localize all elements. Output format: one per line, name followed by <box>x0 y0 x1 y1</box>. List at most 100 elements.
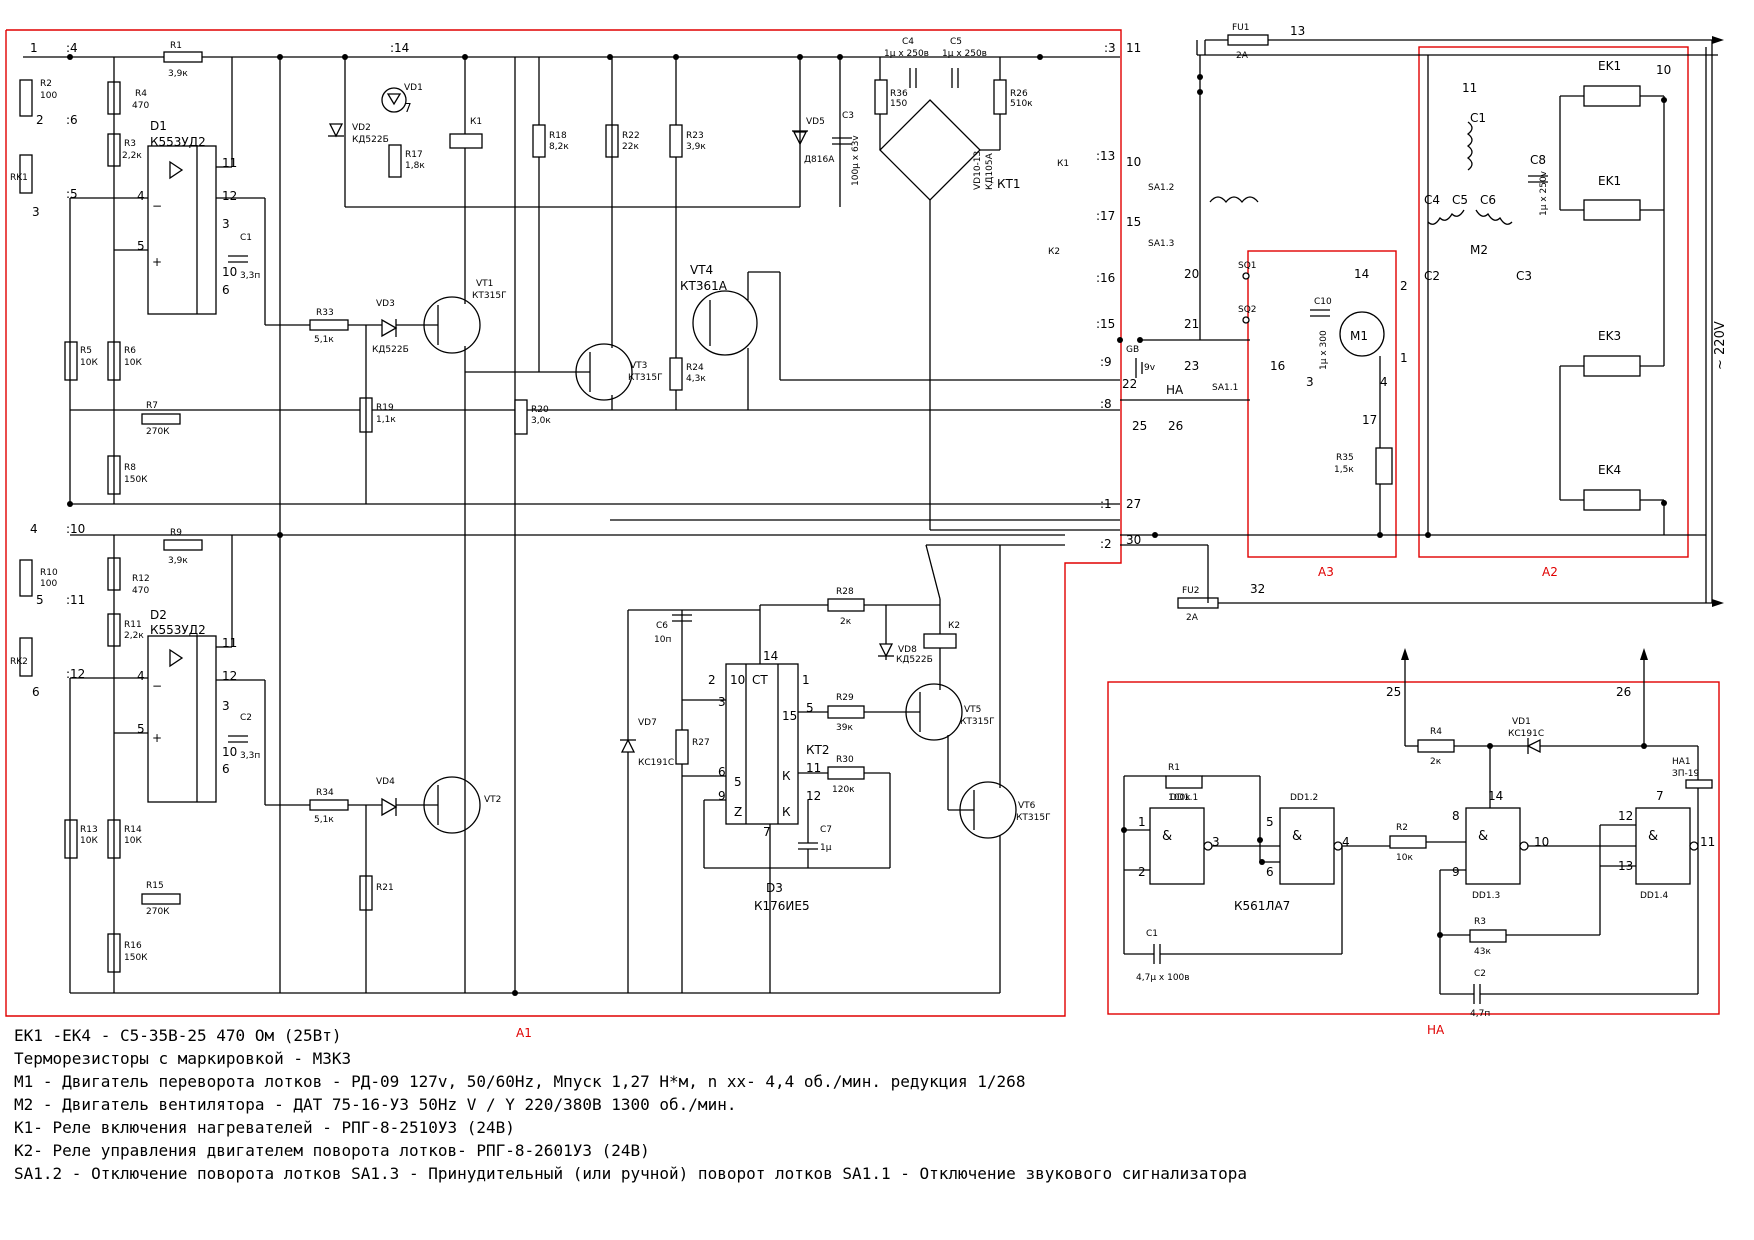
svg-text:R22: R22 <box>622 131 640 141</box>
svg-text:2к: 2к <box>1430 757 1442 767</box>
svg-text:7: 7 <box>763 825 771 839</box>
svg-text:D2: D2 <box>150 608 167 622</box>
svg-text:R14: R14 <box>124 825 142 835</box>
svg-text:5: 5 <box>137 722 145 736</box>
svg-text:RK2: RK2 <box>10 657 28 667</box>
svg-text:10К: 10К <box>124 358 142 368</box>
svg-text:К1: К1 <box>470 117 482 127</box>
svg-text:14: 14 <box>1354 267 1369 281</box>
note-line: EK1 -EK4 - C5-35B-25 470 Ом (25Вт) <box>14 1026 342 1045</box>
svg-text:3: 3 <box>32 205 40 219</box>
svg-text:1μ x 250v: 1μ x 250v <box>1539 170 1549 216</box>
svg-text:4,3к: 4,3к <box>686 374 706 384</box>
svg-text:КД105А: КД105А <box>985 152 995 190</box>
note-line: Терморезисторы с маркировкой - МЗКЗ <box>14 1049 352 1068</box>
svg-text:22: 22 <box>1122 377 1137 391</box>
block-a2-label: A2 <box>1542 565 1558 579</box>
svg-text::2: :2 <box>1100 537 1112 551</box>
svg-text:КД522Б: КД522Б <box>372 345 409 355</box>
svg-text:VT5: VT5 <box>964 705 981 715</box>
supply-label: ~ 220V <box>1713 321 1728 370</box>
svg-text:32: 32 <box>1250 582 1265 596</box>
svg-text:−: − <box>152 679 162 693</box>
svg-text:1μ x 300: 1μ x 300 <box>1319 330 1329 370</box>
svg-text:C10: C10 <box>1314 297 1332 307</box>
svg-text:9v: 9v <box>1144 363 1156 373</box>
svg-text:R16: R16 <box>124 941 142 951</box>
svg-text:R10: R10 <box>40 568 58 578</box>
svg-text:6: 6 <box>718 765 726 779</box>
svg-text:11: 11 <box>222 636 237 650</box>
svg-text:39к: 39к <box>836 723 853 733</box>
svg-text:R33: R33 <box>316 308 334 318</box>
svg-text:VT2: VT2 <box>484 795 501 805</box>
a1-rails <box>23 56 1120 994</box>
svg-text:R11: R11 <box>124 620 142 630</box>
svg-text:R26: R26 <box>1010 89 1028 99</box>
svg-text:4,7μ x 100в: 4,7μ x 100в <box>1136 973 1190 983</box>
note-line: K1- Реле включения нагревателей - РПГ-8-… <box>14 1118 515 1137</box>
block-ha-label: HA <box>1427 1023 1445 1037</box>
svg-text:11: 11 <box>222 156 237 170</box>
svg-text:КТ315Г: КТ315Г <box>1016 813 1051 823</box>
svg-text:150К: 150К <box>124 953 148 963</box>
svg-text:&: & <box>1162 829 1172 844</box>
svg-text:R1: R1 <box>170 41 182 51</box>
svg-text:11: 11 <box>1126 41 1141 55</box>
svg-text:R18: R18 <box>549 131 567 141</box>
svg-text:R5: R5 <box>80 346 92 356</box>
block-a3-label: A3 <box>1318 565 1334 579</box>
svg-text:R35: R35 <box>1336 453 1354 463</box>
svg-text:R17: R17 <box>405 150 423 160</box>
svg-text:8: 8 <box>1452 809 1460 823</box>
svg-text:1: 1 <box>802 673 810 687</box>
svg-text:К: К <box>782 805 791 819</box>
svg-text:КТ315Г: КТ315Г <box>960 717 995 727</box>
svg-text:10К: 10К <box>124 836 142 846</box>
svg-text:К1: К1 <box>1057 159 1069 169</box>
svg-text:R9: R9 <box>170 528 182 538</box>
svg-text:К2: К2 <box>1048 247 1060 257</box>
svg-text:4: 4 <box>1342 835 1350 849</box>
svg-text:SQ2: SQ2 <box>1238 305 1257 315</box>
notes-block: EK1 -EK4 - C5-35B-25 470 Ом (25Вт) Термо… <box>14 1024 1414 1185</box>
svg-text:14: 14 <box>763 649 778 663</box>
svg-text:7: 7 <box>404 101 412 115</box>
note-line: M1 - Двигатель переворота лотков - РД-09… <box>14 1072 1026 1091</box>
svg-text:SA1.2: SA1.2 <box>1148 183 1174 193</box>
svg-text:R1: R1 <box>1168 763 1180 773</box>
svg-text::10: :10 <box>66 522 85 536</box>
svg-text:100: 100 <box>40 91 57 101</box>
svg-text:КС191С: КС191С <box>638 758 674 768</box>
svg-text:1μ x 250в: 1μ x 250в <box>942 49 987 59</box>
svg-text:2: 2 <box>36 113 44 127</box>
svg-text:КД522Б: КД522Б <box>896 655 933 665</box>
svg-text:VD2: VD2 <box>352 123 371 133</box>
svg-text:VD7: VD7 <box>638 718 657 728</box>
svg-text:&: & <box>1648 829 1658 844</box>
svg-text:12: 12 <box>806 789 821 803</box>
svg-text:14: 14 <box>1488 789 1503 803</box>
svg-text:10: 10 <box>1656 63 1671 77</box>
svg-text:3: 3 <box>222 217 230 231</box>
svg-text:7: 7 <box>1656 789 1664 803</box>
svg-text:R29: R29 <box>836 693 854 703</box>
svg-text:6: 6 <box>222 283 230 297</box>
svg-text::3: :3 <box>1104 41 1116 55</box>
svg-text:&: & <box>1478 829 1488 844</box>
svg-text:2к: 2к <box>840 617 852 627</box>
svg-text:8,2к: 8,2к <box>549 142 569 152</box>
svg-text:10К: 10К <box>80 836 98 846</box>
svg-text:К553УД2: К553УД2 <box>150 135 206 149</box>
svg-text:13: 13 <box>1290 24 1305 38</box>
svg-text::11: :11 <box>66 593 85 607</box>
svg-text:R4: R4 <box>1430 727 1442 737</box>
svg-text:КТ2: КТ2 <box>806 743 829 757</box>
svg-text:5: 5 <box>734 775 742 789</box>
svg-text:2A: 2A <box>1236 51 1249 61</box>
svg-text:R27: R27 <box>692 738 710 748</box>
svg-text:FU1: FU1 <box>1232 23 1250 33</box>
a2-heaters: EK1 EK1 EK3 EK4 10 <box>1583 59 1671 511</box>
svg-text:R20: R20 <box>531 405 549 415</box>
